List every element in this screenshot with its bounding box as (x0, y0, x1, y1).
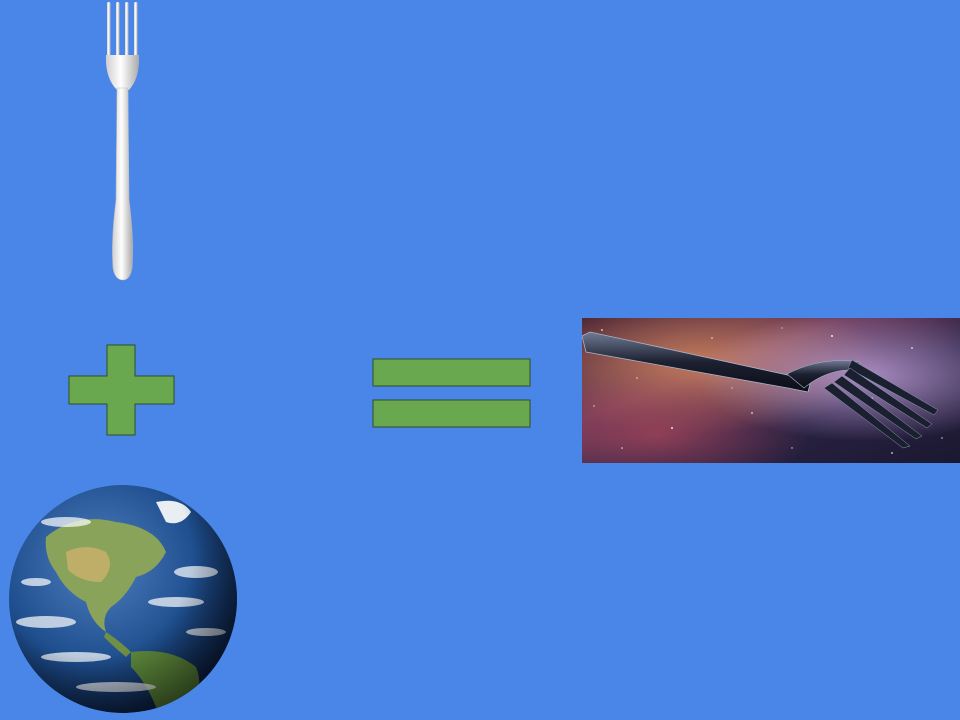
fork-in-space-icon (582, 318, 960, 463)
fork-icon (105, 2, 140, 281)
equals-sign (372, 358, 531, 428)
plus-sign (68, 344, 175, 436)
earth-globe-icon (9, 485, 237, 713)
